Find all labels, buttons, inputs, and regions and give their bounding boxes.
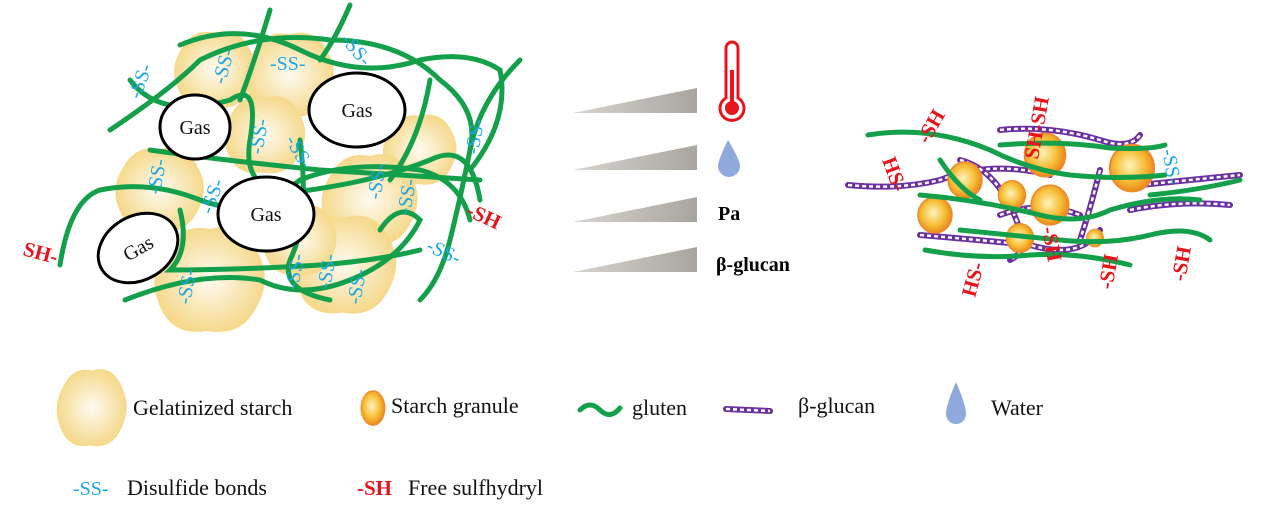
legend-label: gluten — [632, 395, 687, 420]
legend: Gelatinized starch Starch granule gluten… — [56, 369, 1044, 500]
processing-factors: Pa β-glucan — [573, 40, 790, 276]
gas-label: Gas — [179, 117, 210, 139]
legend-label: Starch granule — [391, 393, 519, 418]
sulfhydryl-symbol: -SH — [357, 476, 392, 500]
legend-label: Free sulfhydryl — [408, 475, 543, 500]
gluten-strands-compact — [865, 129, 1243, 268]
gelatinized-starch-icon — [56, 369, 127, 447]
disulfide-label: -SS- — [270, 53, 306, 75]
gas-cells: Gas Gas Gas Gas — [96, 71, 407, 285]
gas-cell: Gas — [307, 71, 407, 149]
sulfhydryl-label: HS- — [957, 259, 989, 299]
water-drop-icon — [718, 140, 740, 177]
sulfhydryl-label: -SH — [1037, 225, 1067, 264]
legend-label: Gelatinized starch — [133, 395, 292, 420]
gas-cell: Gas — [216, 175, 316, 253]
sulfhydryl-label: -SH — [1093, 252, 1123, 291]
legend-label: Water — [991, 395, 1044, 420]
sulfhydryl-label: -SH — [463, 198, 505, 235]
thermometer-icon — [718, 40, 746, 122]
increase-wedge — [573, 88, 697, 113]
dough-network-after: -SH SH-SH HS- -SS- HS- -SH -SH -SH — [845, 95, 1243, 299]
gas-label: Gas — [250, 204, 281, 226]
disulfide-symbol: -SS- — [73, 478, 109, 500]
dough-network-before: Gas Gas Gas Gas -SS- -SS- -SS- -SS- -SS-… — [21, 2, 523, 333]
gluten-icon — [577, 402, 623, 417]
legend-label: Disulfide bonds — [127, 475, 267, 500]
gas-cell: Gas — [158, 93, 232, 161]
disulfide-label: -SS- — [124, 61, 157, 102]
gas-label: Gas — [341, 100, 372, 122]
beta-glucan-icon — [723, 406, 773, 414]
pressure-label: Pa — [718, 203, 740, 225]
disulfide-label: -SS- — [393, 177, 421, 216]
increase-wedge — [573, 197, 697, 222]
increase-wedge — [573, 145, 697, 170]
water-drop-icon — [946, 382, 966, 424]
starch-granule-icon — [360, 390, 386, 426]
sulfhydryl-label: -SH — [1166, 244, 1196, 283]
sulfhydryl-label: -SH — [912, 105, 950, 147]
legend-label: β-glucan — [798, 393, 875, 418]
gas-cell: Gas — [96, 211, 180, 285]
increase-wedge — [573, 247, 697, 272]
sulfhydryl-label: SH- — [21, 237, 61, 269]
beta-glucan-label: β-glucan — [716, 254, 790, 276]
